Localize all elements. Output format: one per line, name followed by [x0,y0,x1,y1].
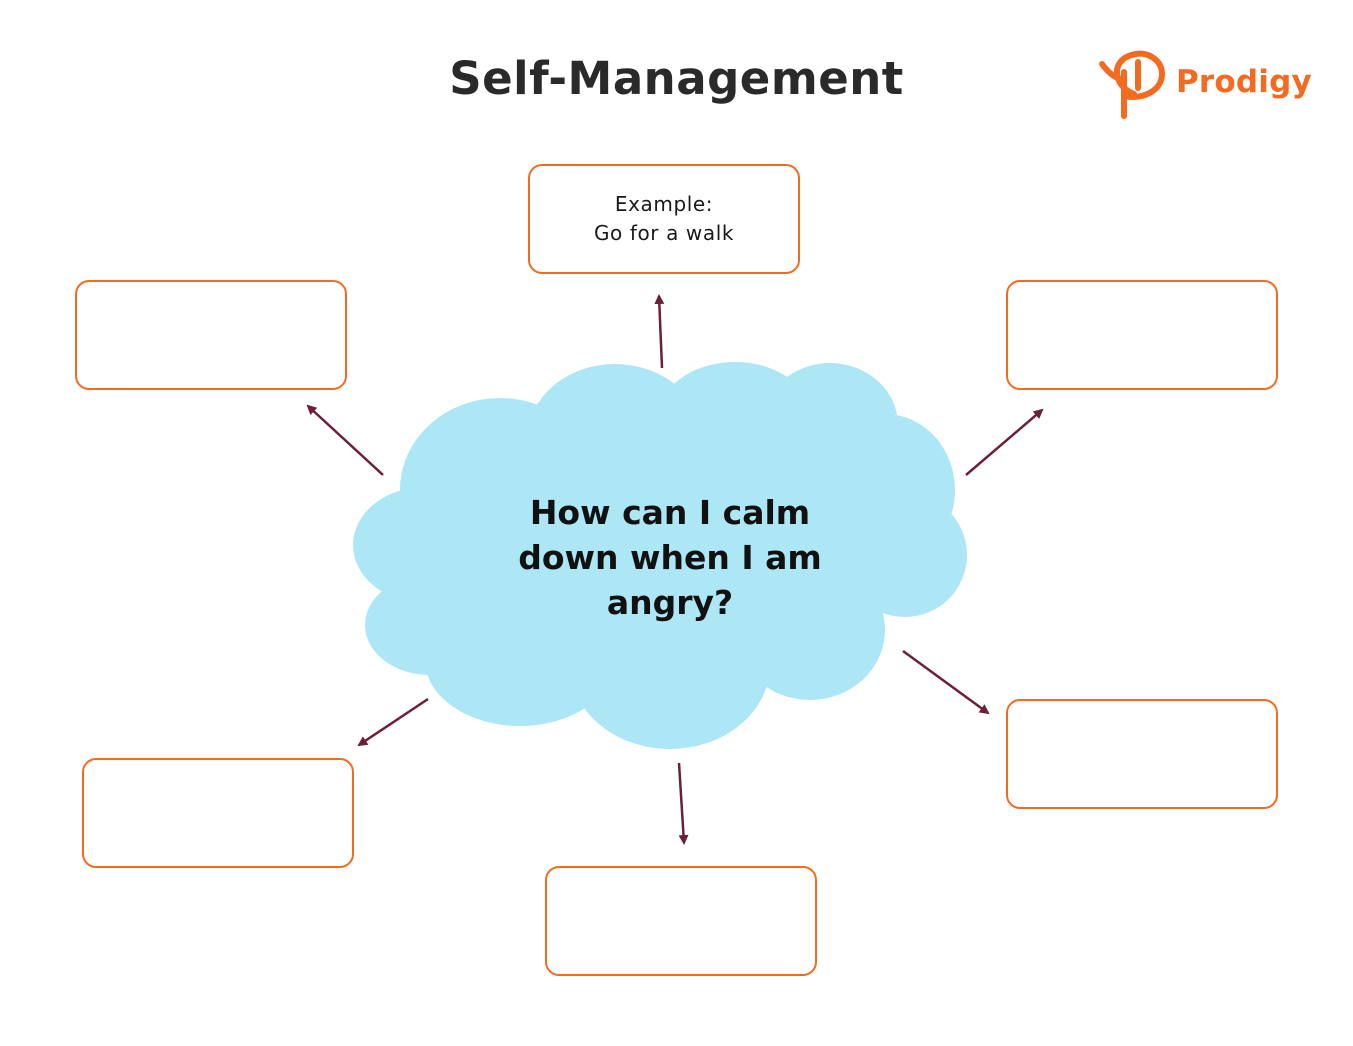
logo-text: Prodigy [1176,64,1312,100]
central-question: How can I calm down when I am angry? [518,493,822,622]
arrow-to-bottom-box [677,762,689,845]
answer-box-top-text: Example: Go for a walk [594,190,734,248]
arrows [306,294,1044,845]
page-title: Self-Management [449,52,904,105]
arrow-to-lower-left-box [357,697,429,747]
example-value: Go for a walk [593,221,735,245]
example-label: Example: [614,192,714,216]
arrow-to-upper-left-box [306,404,384,476]
arrow-to-upper-right-box [965,408,1044,476]
answer-box-upper-left[interactable] [75,280,347,390]
arrow-to-top-box [654,294,665,369]
answer-box-lower-left[interactable] [82,758,354,868]
answer-box-lower-right[interactable] [1006,699,1278,809]
answer-box-upper-right[interactable] [1006,280,1278,390]
answer-box-top[interactable]: Example: Go for a walk [528,164,800,274]
thought-cloud [353,362,967,749]
prodigy-logo: Prodigy [1098,50,1313,122]
answer-box-bottom[interactable] [545,866,817,976]
prodigy-logo-icon [1099,50,1165,119]
arrow-to-lower-right-box [902,649,990,715]
